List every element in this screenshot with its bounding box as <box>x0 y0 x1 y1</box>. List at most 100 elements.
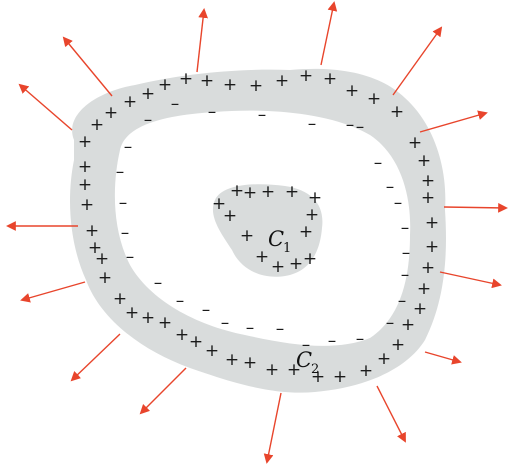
positive-charge-outer-surface: + <box>95 249 109 269</box>
positive-charge-outer-surface: + <box>78 132 92 152</box>
positive-charge-outer-surface: + <box>158 75 172 95</box>
negative-charge-cavity-wall: – <box>356 117 365 137</box>
outer-conductor-subscript: 2 <box>311 362 319 377</box>
negative-charge-cavity-wall: – <box>302 335 311 355</box>
negative-charge-cavity-wall: – <box>346 115 355 135</box>
field-line-arrow <box>70 333 121 382</box>
positive-charge-inner-conductor: + <box>299 222 313 242</box>
inner-conductor <box>212 184 323 277</box>
negative-charge-cavity-wall: – <box>124 137 133 157</box>
positive-charge-outer-surface: + <box>113 289 127 309</box>
negative-charge-cavity-wall: – <box>328 331 337 351</box>
positive-charge-outer-surface: + <box>390 102 404 122</box>
negative-charge-cavity-wall: – <box>276 319 285 339</box>
negative-charge-cavity-wall: – <box>398 291 407 311</box>
negative-charge-cavity-wall: – <box>374 153 383 173</box>
positive-charge-outer-surface: + <box>78 157 92 177</box>
positive-charge-outer-surface: + <box>265 360 279 380</box>
negative-charge-cavity-wall: – <box>119 193 128 213</box>
negative-charge-cavity-wall: – <box>246 318 255 338</box>
negative-charge-cavity-wall: – <box>208 102 217 122</box>
positive-charge-outer-surface: + <box>275 71 289 91</box>
field-line-arrow <box>20 281 86 303</box>
positive-charge-outer-surface: + <box>287 360 301 380</box>
field-line-arrow <box>18 83 73 131</box>
electric-field-lines <box>6 1 508 464</box>
positive-charge-inner-conductor: + <box>285 182 299 202</box>
field-line-arrow <box>392 26 443 96</box>
positive-charge-outer-surface: + <box>391 335 405 355</box>
positive-charge-inner-conductor: + <box>289 254 303 274</box>
positive-charge-outer-surface: + <box>425 237 439 257</box>
negative-charge-cavity-wall: – <box>401 218 410 238</box>
negative-charge-cavity-wall: – <box>386 313 395 333</box>
positive-charge-outer-surface: + <box>243 353 257 373</box>
positive-charge-outer-surface: + <box>200 71 214 91</box>
surface-charges: ++++++++++++++++++++++++++++++++++++++++… <box>78 66 439 387</box>
field-line-arrow <box>62 36 113 97</box>
positive-charge-inner-conductor: + <box>271 257 285 277</box>
field-line-arrow <box>376 385 406 443</box>
positive-charge-inner-conductor: + <box>303 249 317 269</box>
inner-conductor-subscript: 1 <box>283 241 291 256</box>
negative-charge-cavity-wall: – <box>121 223 130 243</box>
positive-charge-inner-conductor: + <box>261 182 275 202</box>
positive-charge-outer-surface: + <box>377 349 391 369</box>
field-line-arrow <box>196 8 208 73</box>
positive-charge-outer-surface: + <box>85 221 99 241</box>
positive-charge-outer-surface: + <box>88 238 102 258</box>
field-line-arrow <box>443 202 508 213</box>
positive-charge-outer-surface: + <box>98 268 112 288</box>
negative-charge-cavity-wall: – <box>116 162 125 182</box>
negative-charge-cavity-wall: – <box>402 243 411 263</box>
positive-charge-inner-conductor: + <box>243 183 257 203</box>
field-line-arrow <box>419 110 488 133</box>
positive-charge-outer-surface: + <box>359 361 373 381</box>
positive-charge-outer-surface: + <box>367 89 381 109</box>
negative-charge-cavity-wall: – <box>221 313 230 333</box>
positive-charge-outer-surface: + <box>417 279 431 299</box>
positive-charge-outer-surface: + <box>323 69 337 89</box>
positive-charge-outer-surface: + <box>421 188 435 208</box>
positive-charge-outer-surface: + <box>299 66 313 86</box>
outer-conductor-label: C <box>296 348 312 372</box>
field-line-arrow <box>320 1 338 66</box>
positive-charge-outer-surface: + <box>421 258 435 278</box>
positive-charge-inner-conductor: + <box>223 206 237 226</box>
positive-charge-inner-conductor: + <box>240 226 254 246</box>
negative-charge-cavity-wall: – <box>154 273 163 293</box>
positive-charge-outer-surface: + <box>80 195 94 215</box>
negative-charge-cavity-wall: – <box>202 300 211 320</box>
field-line-arrow <box>424 351 462 365</box>
positive-charge-outer-surface: + <box>123 92 137 112</box>
negative-charge-cavity-wall: – <box>356 329 365 349</box>
positive-charge-outer-surface: + <box>125 303 139 323</box>
positive-charge-outer-surface: + <box>401 315 415 335</box>
positive-charge-outer-surface: + <box>333 367 347 387</box>
positive-charge-outer-surface: + <box>408 133 422 153</box>
positive-charge-outer-surface: + <box>425 213 439 233</box>
positive-charge-inner-conductor: + <box>255 247 269 267</box>
positive-charge-outer-surface: + <box>225 350 239 370</box>
positive-charge-outer-surface: + <box>179 69 193 89</box>
positive-charge-outer-surface: + <box>78 175 92 195</box>
positive-charge-outer-surface: + <box>311 367 325 387</box>
negative-charge-cavity-wall: – <box>386 177 395 197</box>
positive-charge-outer-surface: + <box>413 299 427 319</box>
positive-charge-outer-surface: + <box>223 75 237 95</box>
positive-charge-outer-surface: + <box>421 171 435 191</box>
positive-charge-outer-surface: + <box>141 308 155 328</box>
positive-charge-outer-surface: + <box>205 341 219 361</box>
positive-charge-outer-surface: + <box>345 81 359 101</box>
positive-charge-outer-surface: + <box>90 115 104 135</box>
positive-charge-inner-conductor: + <box>305 205 319 225</box>
negative-charge-cavity-wall: – <box>171 94 180 114</box>
negative-charge-cavity-wall: – <box>126 247 135 267</box>
positive-charge-outer-surface: + <box>417 151 431 171</box>
negative-charge-cavity-wall: – <box>401 265 410 285</box>
negative-charge-cavity-wall: – <box>308 114 317 134</box>
positive-charge-inner-conductor: + <box>212 194 226 214</box>
negative-charge-cavity-wall: – <box>258 105 267 125</box>
negative-charge-cavity-wall: – <box>176 291 185 311</box>
